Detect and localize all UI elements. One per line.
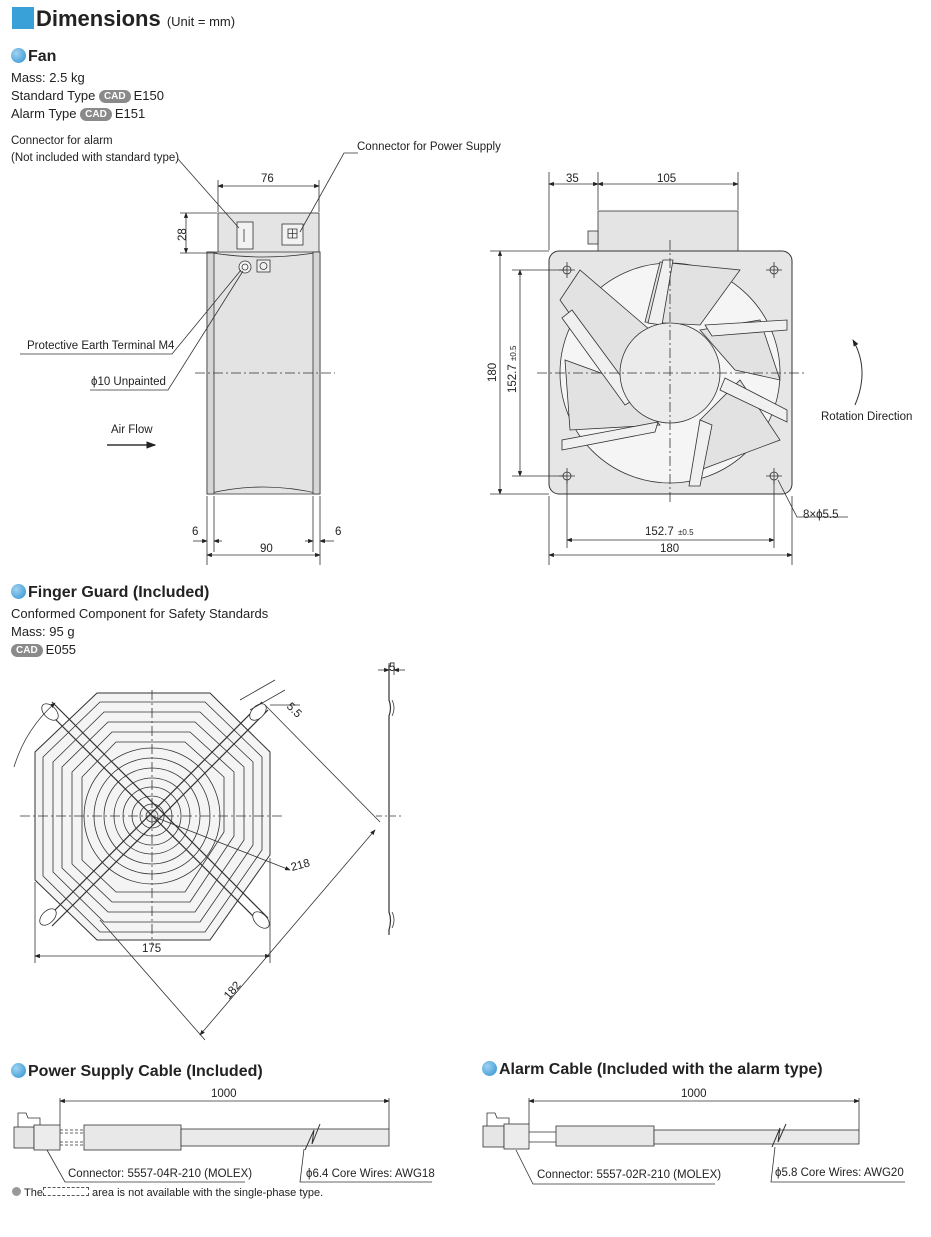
connector-alarm-note: (Not included with standard type) [11, 152, 180, 164]
rotation-label: Rotation Direction [821, 411, 913, 423]
dim-105: 105 [657, 173, 676, 185]
fan-side-view [20, 152, 358, 565]
alarm-cable-drawing [482, 1098, 905, 1185]
dim-6a: 6 [192, 526, 198, 538]
power-cable-drawing [13, 1098, 432, 1183]
cad-badge[interactable]: CAD [80, 108, 112, 121]
fan-section-title: Fan [11, 48, 56, 66]
guard-mass: Mass: 95 g [11, 624, 75, 639]
single-phase-note: The area is not available with the singl… [12, 1187, 323, 1199]
standard-code-link[interactable]: E150 [133, 88, 164, 103]
bullet-icon [11, 584, 26, 599]
pe-terminal-label: Protective Earth Terminal M4 [27, 340, 175, 352]
dim-5: 5 [389, 662, 395, 674]
dim-180-v: 180 [487, 363, 499, 382]
power-cable-title: Power Supply Cable (Included) [11, 1063, 263, 1081]
alarm-wires-label: ϕ5.8 Core Wires: AWG20 [775, 1167, 904, 1179]
cad-badge[interactable]: CAD [11, 644, 43, 657]
bullet-icon [11, 48, 26, 63]
dim-175: 175 [142, 943, 161, 955]
dim-218: 218 [290, 857, 312, 874]
fan-mass: Mass: 2.5 kg [11, 70, 85, 85]
dim-76: 76 [261, 173, 274, 185]
guard-section-title: Finger Guard (Included) [11, 584, 209, 602]
dim-6b: 6 [335, 526, 341, 538]
alarm-cable-title: Alarm Cable (Included with the alarm typ… [482, 1061, 823, 1079]
holes-label: 8×ϕ5.5 [803, 509, 839, 521]
unpainted-label: ϕ10 Unpainted [91, 376, 166, 388]
finger-guard-side [376, 663, 405, 935]
dim-28: 28 [177, 228, 189, 241]
title-square-icon [12, 7, 34, 29]
dashed-area-icon [42, 1187, 89, 1196]
earth-terminal-icon [238, 260, 252, 274]
bullet-icon [11, 1063, 26, 1078]
guard-info: Conformed Component for Safety Standards… [11, 605, 268, 659]
tol-h: ±0.5 [678, 528, 694, 537]
dim-182: 182 [222, 980, 244, 1002]
dim-152-v: 152.7 [507, 364, 519, 393]
dim-5-5: 5.5 [284, 701, 304, 721]
bullet-icon [482, 1061, 497, 1076]
alarm-code-link[interactable]: E151 [114, 106, 146, 121]
note-dot-icon [12, 1187, 21, 1196]
alarm-length: 1000 [681, 1088, 707, 1100]
power-wires-label: ϕ6.4 Core Wires: AWG18 [306, 1168, 435, 1180]
power-length: 1000 [211, 1088, 237, 1100]
alarm-connector-icon [236, 221, 254, 250]
guard-conformed: Conformed Component for Safety Standards [11, 606, 269, 621]
dim-35: 35 [566, 173, 579, 185]
page-title: Dimensions (Unit = mm) [12, 6, 235, 32]
dim-152-h: 152.7 [645, 526, 674, 538]
fan-front-view [490, 172, 863, 565]
connector-alarm-label: Connector for alarm [11, 135, 113, 147]
guard-code-link[interactable]: E055 [45, 642, 77, 657]
connector-power-label: Connector for Power Supply [357, 141, 501, 153]
finger-guard-front [13, 679, 381, 1041]
tol-v: ±0.5 [509, 345, 518, 361]
power-connector-label: Connector: 5557-04R-210 (MOLEX) [68, 1168, 253, 1180]
cad-badge[interactable]: CAD [98, 90, 131, 103]
dim-180-h: 180 [660, 543, 679, 555]
earth-symbol-icon [256, 259, 271, 273]
air-flow-label: Air Flow [111, 424, 153, 436]
dim-90: 90 [260, 543, 273, 555]
unit-note: (Unit = mm) [166, 14, 236, 29]
alarm-connector-label: Connector: 5557-02R-210 (MOLEX) [537, 1169, 722, 1181]
